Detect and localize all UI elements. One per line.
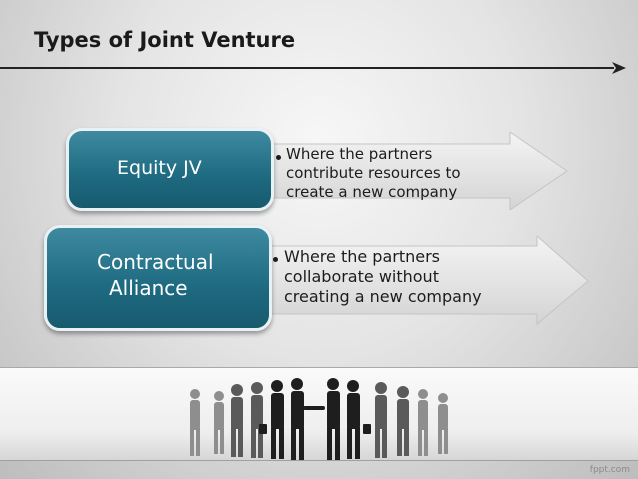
bullet-arrow-2 bbox=[262, 236, 589, 326]
type-box-equity-jv: Equity JV bbox=[66, 128, 274, 211]
bullet-line-2-2: collaborate without bbox=[284, 267, 439, 286]
bullet-line-1-1: Where the partners bbox=[286, 145, 433, 163]
bullet-line-2-1: Where the partners bbox=[284, 247, 441, 266]
type-label-contractual: Contractual bbox=[97, 250, 214, 274]
bullet-line-2-3: creating a new company bbox=[284, 287, 482, 306]
bottom-band bbox=[0, 368, 638, 460]
bullet-line-1-3: create a new company bbox=[286, 183, 458, 201]
arrowhead-icon bbox=[612, 62, 626, 74]
bullet-dot-2 bbox=[273, 257, 278, 262]
people-silhouettes-icon bbox=[190, 378, 448, 460]
type-box-contractual-alliance: Contractual Alliance bbox=[44, 225, 272, 331]
bullet-line-1-2: contribute resources to bbox=[286, 164, 461, 182]
title-underline bbox=[0, 67, 614, 69]
type-label-equity-jv: Equity JV bbox=[117, 157, 202, 179]
type-label-alliance: Alliance bbox=[109, 276, 188, 300]
bullet-arrow-1 bbox=[262, 132, 568, 210]
watermark: fppt.com bbox=[589, 465, 630, 475]
bullet-dot-1 bbox=[276, 155, 281, 160]
slide-title: Types of Joint Venture bbox=[34, 28, 296, 52]
band-bottom-line bbox=[0, 460, 638, 461]
